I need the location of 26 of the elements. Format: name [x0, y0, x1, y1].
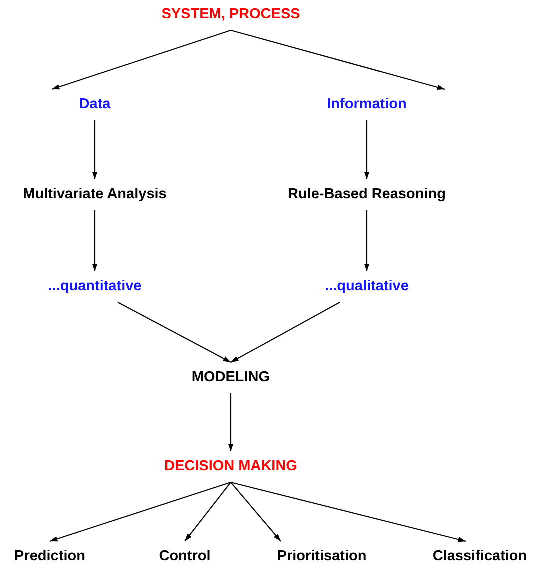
node-label: Prediction	[2, 542, 98, 570]
node-label: Rule-Based Reasoning	[272, 180, 462, 210]
node-label: MODELING	[181, 362, 281, 394]
node-label: DECISION MAKING	[156, 452, 306, 482]
node-label: SYSTEM, PROCESS	[161, 0, 301, 30]
node-label: Data	[40, 90, 150, 120]
node-label: Prioritisation	[266, 542, 378, 570]
arrow	[92, 210, 98, 272]
arrow	[364, 210, 370, 272]
arrow	[230, 482, 466, 542]
arrow	[230, 30, 446, 90]
node-label: ...qualitative	[312, 272, 422, 302]
node-label: ...quantitative	[35, 272, 155, 302]
arrow	[50, 482, 232, 542]
arrow	[230, 302, 340, 363]
node-label: Control	[150, 542, 220, 570]
arrow	[52, 30, 232, 90]
arrow	[364, 120, 370, 180]
node-label: Classification	[424, 542, 536, 570]
arrow	[92, 120, 98, 180]
arrow	[184, 482, 232, 542]
arrow	[230, 482, 282, 542]
arrow	[118, 302, 232, 363]
node-label: Information	[282, 90, 452, 120]
arrow	[228, 394, 234, 452]
node-label: Multivariate Analysis	[2, 180, 188, 210]
